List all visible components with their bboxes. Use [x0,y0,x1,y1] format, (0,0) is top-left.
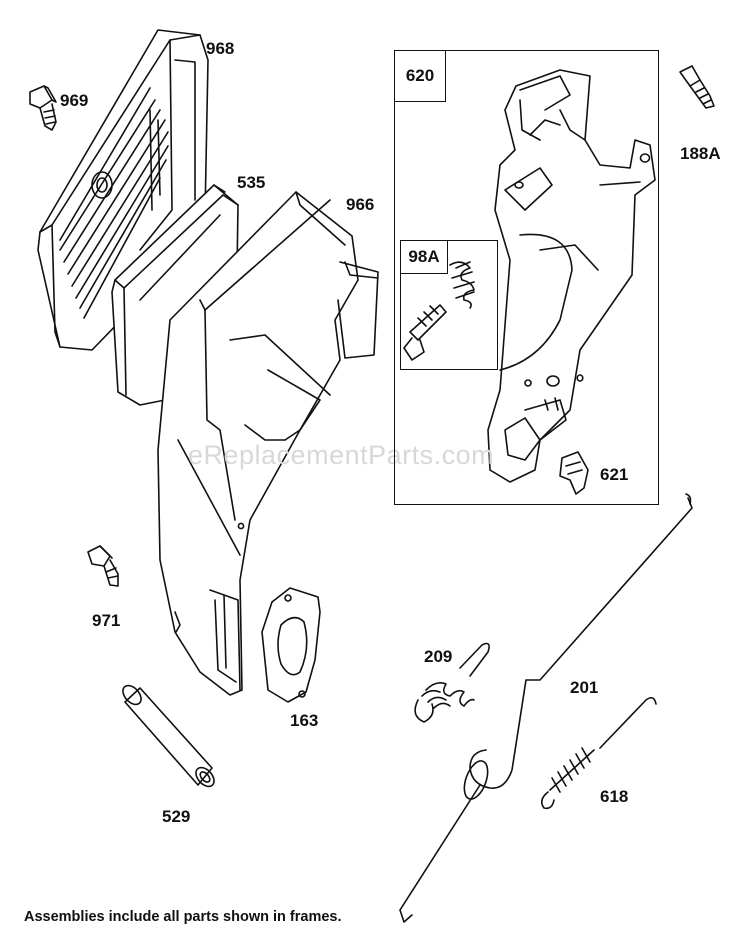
assembly-frame-98A [400,240,498,370]
clip-part [559,451,589,495]
assemblies-footnote: Assemblies include all parts shown in fr… [24,909,342,925]
screw-971-part [87,545,119,587]
part-label-535: 535 [237,173,266,192]
assembly-label-620: 620 [394,50,446,102]
adjusting-screw-spring-part [403,261,475,361]
part-label-966: 966 [346,195,375,214]
part-label-529: 529 [162,807,191,826]
screw-969-part [29,85,57,131]
part-label-621: 621 [600,465,629,484]
part-label-209: 209 [424,647,453,666]
governor-link-part [399,493,693,923]
air-cleaner-cover-part [157,191,379,696]
part-label-968: 968 [206,39,235,58]
gasket-part [261,587,321,703]
part-label-163: 163 [290,711,319,730]
part-label-618: 618 [600,787,629,806]
assembly-label-98A: 98A [400,240,448,274]
part-label-971: 971 [92,611,121,630]
spring-618-part [540,696,657,810]
governor-spring-part [414,642,490,723]
control-bracket-part [487,69,656,483]
assembly-frame-620 [394,50,659,505]
tube-part [122,684,215,788]
watermark-text: eReplacementParts.com [188,440,495,470]
screw-188A-part [679,65,715,109]
part-label-969: 969 [60,91,89,110]
part-label-201: 201 [570,678,599,697]
part-label-188A: 188A [680,144,721,163]
